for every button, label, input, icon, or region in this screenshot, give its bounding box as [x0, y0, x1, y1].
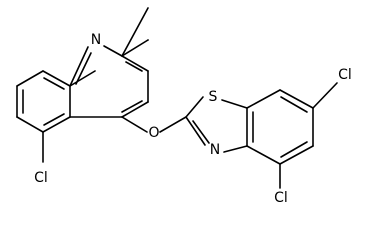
bond — [121, 100, 143, 113]
bond — [159, 116, 187, 133]
bond — [75, 52, 92, 85]
bond — [42, 116, 71, 133]
bond — [42, 70, 71, 87]
chemical-structure-diagram: N O S N Cl Cl Cl — [16, 7, 352, 206]
bond — [246, 145, 281, 165]
bond — [246, 89, 281, 109]
bond — [280, 141, 308, 158]
bond — [121, 55, 149, 72]
structure-canvas: N O S N Cl Cl Cl — [16, 7, 352, 206]
bond — [280, 96, 308, 113]
bond — [43, 113, 65, 126]
bond — [192, 120, 210, 144]
atom-label-cl-benzo-6: Cl — [338, 67, 352, 83]
bond — [312, 82, 338, 109]
atom-label-oxygen: O — [148, 125, 159, 141]
atom-label-cl-quinoline: Cl — [34, 170, 48, 186]
atom-label-quinoline-n: N — [91, 32, 101, 48]
atom-label-sulfur: S — [209, 89, 218, 105]
bond — [121, 7, 149, 57]
atom-label-thiazole-n: N — [210, 142, 220, 158]
bond — [279, 145, 314, 165]
bond — [103, 45, 123, 57]
bond — [121, 116, 148, 133]
bond — [69, 46, 89, 87]
bond — [223, 145, 248, 153]
atom-label-cl-benzo-4: Cl — [274, 190, 288, 206]
bond — [16, 116, 44, 133]
bond — [69, 70, 96, 87]
bond — [185, 96, 204, 118]
bond — [121, 39, 149, 57]
bond — [121, 101, 149, 118]
bond — [279, 89, 314, 109]
bond — [221, 99, 248, 109]
bond — [185, 116, 206, 146]
bond — [125, 61, 143, 72]
bond — [16, 70, 44, 87]
bond — [43, 77, 65, 90]
